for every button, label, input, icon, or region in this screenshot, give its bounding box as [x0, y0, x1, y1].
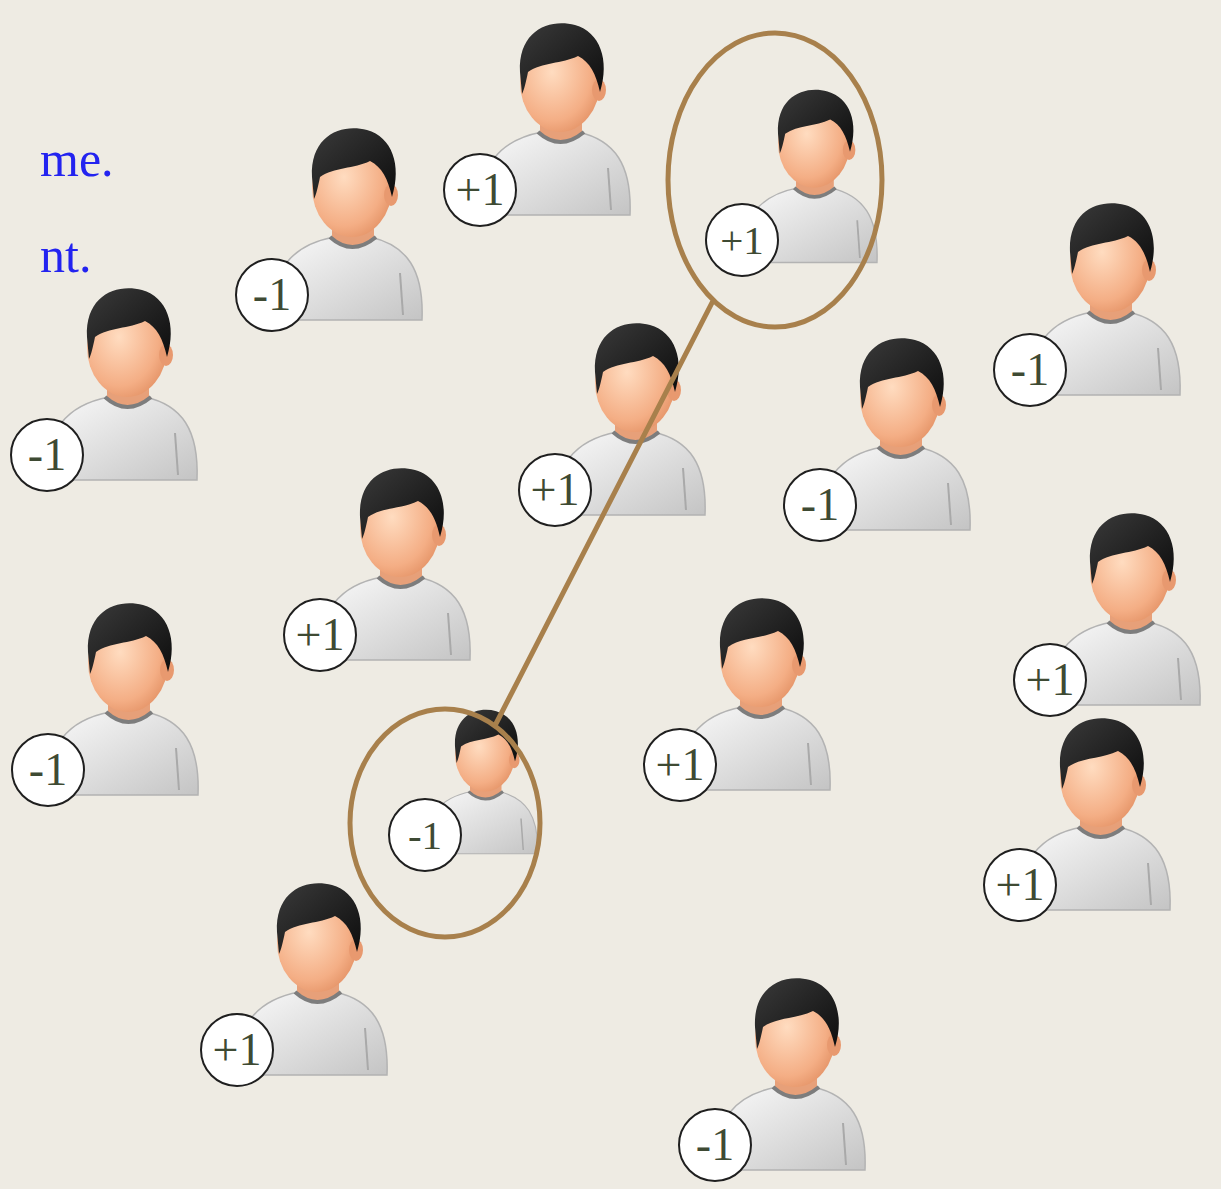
score-value: -1 [253, 272, 291, 318]
score-badge: +1 [705, 203, 779, 277]
score-badge: -1 [235, 258, 309, 332]
link-line [496, 303, 712, 723]
score-value: -1 [28, 432, 66, 478]
score-value: +1 [656, 742, 705, 788]
score-badge: +1 [443, 153, 517, 227]
score-badge: -1 [993, 333, 1067, 407]
score-value: +1 [1026, 657, 1075, 703]
score-value: -1 [696, 1122, 734, 1168]
score-badge: -1 [678, 1108, 752, 1182]
score-value: +1 [531, 467, 580, 513]
score-badge: +1 [283, 598, 357, 672]
score-badge: -1 [10, 418, 84, 492]
score-badge: +1 [518, 453, 592, 527]
score-badge: -1 [388, 798, 462, 872]
score-value: +1 [996, 862, 1045, 908]
score-badge: -1 [783, 468, 857, 542]
highlight-ring: -1 [347, 706, 543, 940]
ring-outline [665, 30, 885, 330]
score-value: +1 [296, 612, 345, 658]
highlight-ring: +1 [665, 30, 885, 330]
ring-ellipse [668, 33, 882, 327]
ring-ellipse [350, 709, 540, 937]
score-badge: +1 [1013, 643, 1087, 717]
score-value: +1 [213, 1027, 262, 1073]
score-value: -1 [801, 482, 839, 528]
score-value: -1 [1011, 347, 1049, 393]
score-badge: +1 [200, 1013, 274, 1087]
cut-off-text: nt. [40, 228, 91, 283]
score-badge: +1 [643, 728, 717, 802]
score-value: +1 [456, 167, 505, 213]
score-badge: +1 [983, 848, 1057, 922]
cut-off-text: me. [40, 132, 114, 187]
score-value: -1 [29, 747, 67, 793]
score-badge: -1 [11, 733, 85, 807]
